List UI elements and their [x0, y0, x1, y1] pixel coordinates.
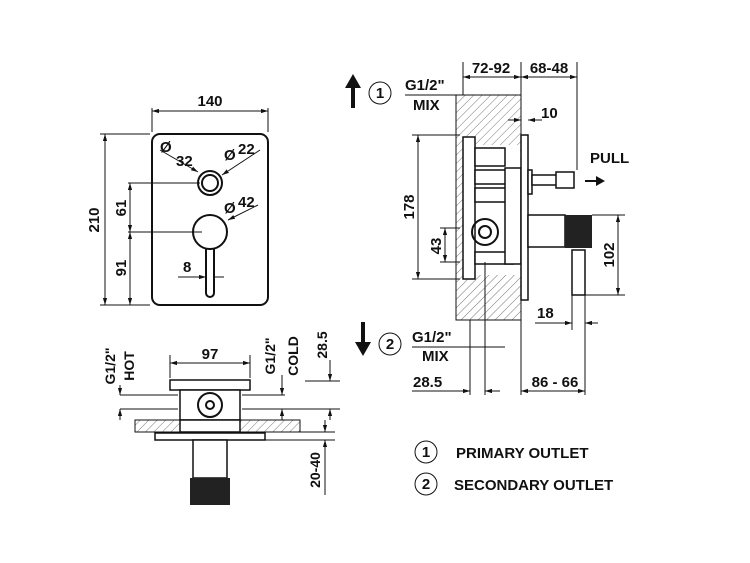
- outlet-2-type: MIX: [422, 348, 449, 365]
- flange-plate: [520, 134, 529, 301]
- outlet-1-type: MIX: [413, 97, 440, 114]
- valve-body: [179, 389, 241, 421]
- outlet-offset-dim: 43: [428, 238, 445, 255]
- handle: [190, 478, 230, 505]
- legend-secondary-outlet: SECONDARY OUTLET: [454, 477, 613, 494]
- top-width-dim: 97: [202, 346, 219, 363]
- cover-plate: [151, 133, 269, 306]
- cold-label: COLD: [285, 336, 301, 376]
- hot-thread: G1/2": [102, 348, 118, 385]
- diameter-symbol: Ø: [224, 147, 236, 164]
- legend-marker-1: [414, 440, 438, 464]
- upper-dim: 61: [113, 200, 130, 217]
- front-view: 140 210 61 91 Ø 32 Ø 22 Ø 42 8: [86, 93, 269, 306]
- outlet-port: [471, 218, 499, 246]
- outlet-2-thread: G1/2": [412, 329, 452, 346]
- front-depth-dim: 68-48: [530, 60, 568, 77]
- diameter-symbol: Ø: [224, 200, 236, 217]
- mixer-handle: [565, 215, 592, 248]
- small-diameter: 32: [176, 153, 193, 170]
- bottom-right-dim: 86 - 66: [532, 374, 579, 391]
- handle-width-dim: 18: [537, 305, 554, 322]
- width-dim: 140: [197, 93, 222, 110]
- outlet-1-number: 1: [376, 85, 384, 102]
- outlet-2-marker: [378, 332, 402, 356]
- lever: [205, 249, 215, 298]
- box-height-dim: 178: [401, 194, 418, 219]
- legend-marker-2: [414, 472, 438, 496]
- diameter-symbol: Ø: [160, 139, 172, 156]
- cold-thread: G1/2": [262, 338, 278, 375]
- bottom-left-dim: 28.5: [413, 374, 442, 391]
- outlet-2-number: 2: [386, 336, 394, 353]
- wall-depth-dim: 72-92: [472, 60, 510, 77]
- hot-label: HOT: [121, 351, 137, 381]
- legend-primary-outlet: PRIMARY OUTLET: [456, 445, 589, 462]
- height-dim: 210: [86, 207, 103, 232]
- outlet-1-thread: G1/2": [405, 77, 445, 94]
- offset-dim: 28.5: [314, 331, 330, 358]
- knob-diameter: 42: [238, 194, 255, 211]
- mixer-knob: [192, 214, 228, 250]
- stem: [192, 439, 228, 479]
- top-view: 97 G1/2" HOT G1/2" COLD 28.5 20-40: [102, 331, 340, 505]
- arrow-down-icon: [355, 322, 371, 356]
- box-back-plate: [462, 136, 476, 280]
- legend-number-1: 1: [422, 444, 430, 461]
- lower-dim: 91: [113, 260, 130, 277]
- outlet-1-marker: [368, 81, 392, 105]
- lever-width-dim: 8: [183, 259, 191, 276]
- pull-arrow-icon: [585, 176, 605, 186]
- handle-height-dim: 102: [601, 242, 618, 267]
- side-view: PULL 72-92 68-48 10 178 43 102 18 28.5 8…: [345, 60, 629, 395]
- arrow-up-icon: [345, 74, 361, 108]
- plate-dim: 10: [541, 105, 558, 122]
- mixer-lever: [571, 249, 586, 296]
- diverter-knob: [555, 171, 575, 189]
- pull-label: PULL: [590, 150, 629, 167]
- diverter-ring: [197, 170, 223, 196]
- ring-diameter: 22: [238, 141, 255, 158]
- legend: 1 PRIMARY OUTLET 2 SECONDARY OUTLET: [414, 440, 613, 496]
- legend-number-2: 2: [422, 476, 430, 493]
- depth-dim: 20-40: [307, 452, 323, 488]
